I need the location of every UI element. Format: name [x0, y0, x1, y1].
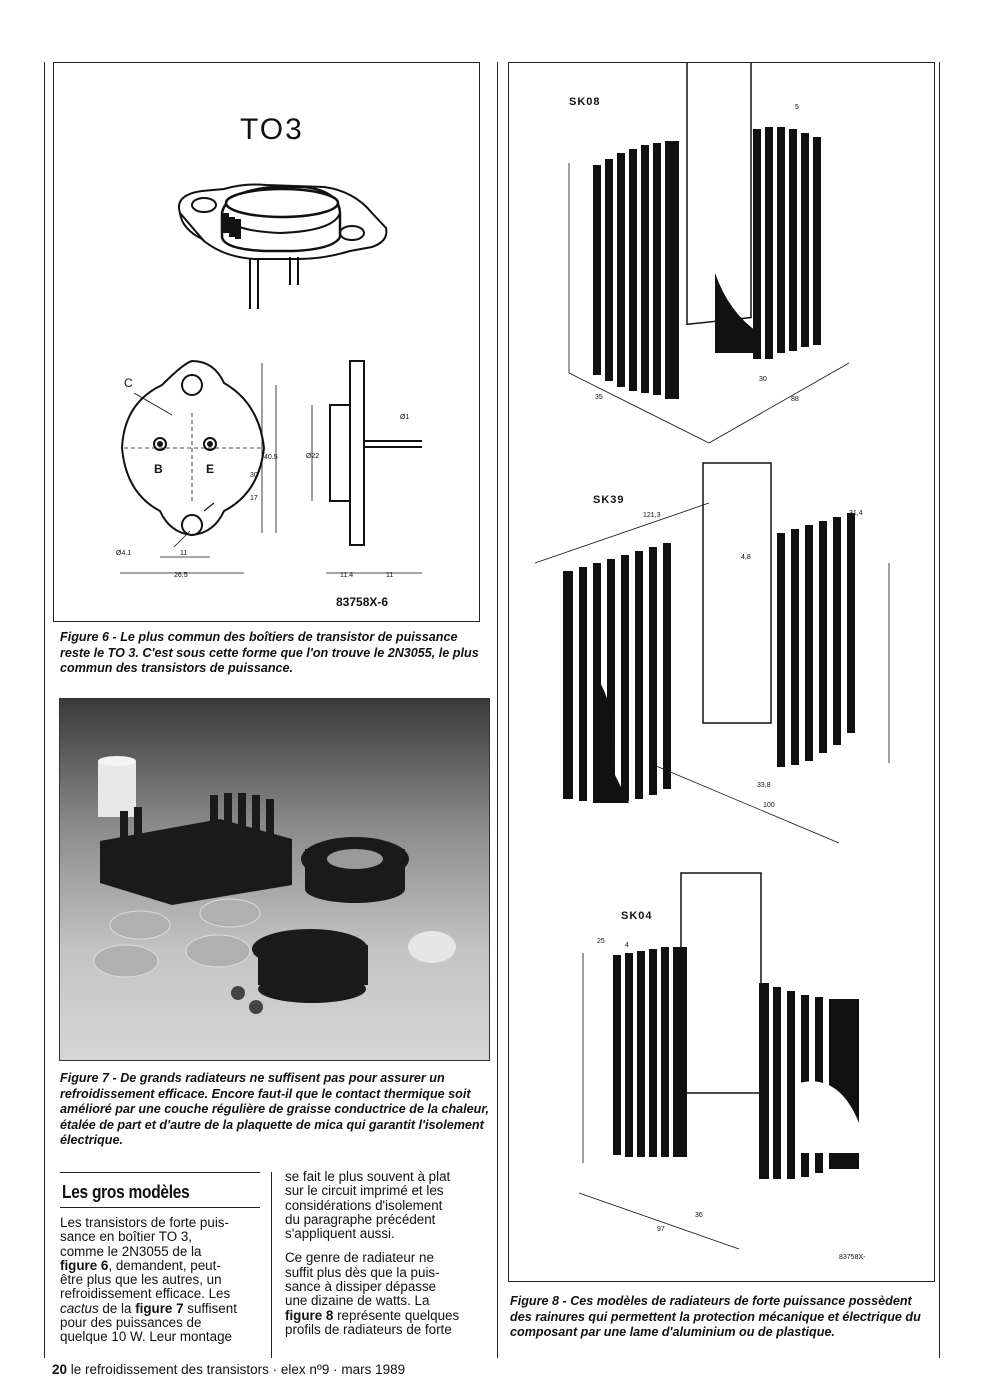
sk04-dim-97: 97	[657, 1226, 665, 1233]
text-line: sance en boîtier TO 3,	[60, 1229, 193, 1245]
large-heatsink	[100, 793, 292, 905]
text-line: sance à dissiper dépasse	[285, 1279, 437, 1295]
text-line: Les transistors de forte puis-	[60, 1215, 229, 1230]
section-heading: Les gros modèles	[62, 1182, 190, 1202]
sk39-dim-121: 121,3	[643, 512, 661, 519]
sk39-dim-31: 31,4	[849, 510, 863, 517]
article-column-1: Les transistors de forte puis-sance en b…	[60, 1215, 270, 1345]
sk08-dim-5: 5	[795, 104, 799, 111]
text-line: cactus de la figure 7 suffisent	[60, 1300, 237, 1316]
figure-6-frame: TO3	[53, 62, 480, 622]
figure-6-caption-lead: Figure 6 -	[60, 630, 121, 644]
to3-transistor-photo	[408, 931, 456, 963]
article-col1-lines: Les transistors de forte puis-sance en b…	[60, 1215, 270, 1345]
sk39-dim-100: 100	[763, 802, 775, 809]
page-number: 20	[52, 1362, 68, 1377]
sk04-dim-4: 4	[625, 942, 629, 949]
dim-1: Ø1	[400, 414, 409, 421]
heatsink-drawings: SK08 5 30 35 88 SK39 121,3 31,4 4,8	[534, 63, 890, 1261]
figure-8-caption-lead: Figure 8 -	[510, 1294, 571, 1308]
figure-7-caption: Figure 7 - De grands radiateurs ne suffi…	[60, 1071, 490, 1149]
text-line: figure 6, demandent, peut-	[60, 1257, 221, 1273]
text-line: sur le circuit imprimé et les	[285, 1183, 444, 1199]
dim-11: 11	[180, 550, 187, 557]
text-line: Ce genre de radiateur ne	[285, 1250, 434, 1266]
sk08-label: SK08	[569, 96, 601, 108]
figure-7-photo	[59, 698, 490, 1061]
page-footer: 20 le refroidissement des transistors · …	[52, 1362, 405, 1377]
dim-17: 17	[250, 495, 258, 502]
text-line: être plus que les autres, un	[60, 1272, 222, 1288]
dim-22: Ø22	[306, 453, 319, 460]
sk39-dim-4: 4,8	[741, 554, 751, 561]
sk39-label: SK39	[593, 494, 625, 506]
heatsink-photo-illustration	[60, 699, 489, 1060]
to3-side-view	[311, 360, 422, 574]
sk04-label: SK04	[621, 910, 653, 922]
dim-30: 30	[250, 472, 258, 479]
article-column-rule	[271, 1172, 272, 1358]
cactus-heatsink-2	[252, 929, 368, 1003]
figure-6-title: TO3	[240, 113, 304, 146]
left-margin-rule	[44, 62, 46, 1358]
sk04-dim-36: 36	[695, 1212, 703, 1219]
text-line: du paragraphe précédent	[285, 1211, 436, 1227]
text-line: quelque 10 W. Leur montage	[60, 1329, 232, 1345]
figure-8-caption-text: Ces modèles de radiateurs de forte puiss…	[510, 1294, 921, 1340]
figure-6-caption-text: Le plus commun des boîtiers de transisto…	[60, 630, 479, 676]
text-line: profils de radiateurs de forte	[285, 1321, 452, 1337]
figure-7-caption-text: De grands radiateurs ne suffisent pas po…	[60, 1071, 490, 1148]
section-heading-underline	[60, 1207, 260, 1209]
heatsink-sk08	[568, 63, 850, 444]
heatsink-sk04	[578, 872, 859, 1250]
dim-11b: 11	[386, 572, 393, 579]
figure-6-caption: Figure 6 - Le plus commun des boîtiers d…	[60, 630, 480, 677]
text-line: pour des puissances de	[60, 1315, 202, 1331]
text-line: comme le 2N3055 de la	[60, 1243, 202, 1259]
text-line: s'appliquent aussi.	[285, 1226, 395, 1242]
text-line: considérations d'isolement	[285, 1197, 443, 1213]
dim-40-5: 40.5	[264, 454, 278, 461]
cactus-heatsink-1	[301, 837, 409, 903]
sk08-dim-30: 30	[759, 376, 767, 383]
text-line: figure 8 représente quelques	[285, 1307, 460, 1323]
heatsink-sk39	[534, 462, 890, 844]
text-line: refroidissement efficace. Les	[60, 1286, 231, 1302]
section-top-rule	[60, 1172, 260, 1174]
to3-front-view	[120, 359, 277, 574]
dim-11-4: 11.4	[340, 572, 353, 579]
dim-4-1: Ø4.1	[116, 550, 131, 557]
figure-8-ref: 83758X-	[839, 1254, 866, 1261]
sk04-dim-25: 25	[597, 938, 605, 945]
text-line: une dizaine de watts. La	[285, 1293, 430, 1309]
to3-transistor-drawing: C B E 40.5 30 17 Ø4.1 11 26.5 Ø22 Ø1 11.…	[116, 183, 422, 609]
footer-text: le refroidissement des transistors · ele…	[70, 1362, 406, 1377]
mica-washers	[93, 898, 261, 978]
pin-e-label: E	[206, 462, 214, 476]
column-divider-rule	[497, 62, 499, 1358]
sk08-dim-88: 88	[791, 396, 799, 403]
sk39-dim-33: 33,8	[757, 782, 771, 789]
dim-26-5: 26.5	[174, 572, 188, 579]
right-margin-rule	[939, 62, 941, 1358]
figure-8-frame: SK08 5 30 35 88 SK39 121,3 31,4 4,8	[508, 62, 935, 1282]
text-line: suffit plus dès que la puis-	[285, 1264, 440, 1280]
pin-c-label: C	[124, 376, 133, 390]
to3-perspective-view	[178, 183, 388, 309]
text-line: se fait le plus souvent à plat	[285, 1169, 451, 1184]
figure-7-caption-lead: Figure 7 -	[60, 1071, 121, 1085]
figure-8-caption: Figure 8 - Ces modèles de radiateurs de …	[510, 1294, 930, 1341]
pin-b-label: B	[154, 462, 163, 476]
figure-6-ref: 83758X-6	[336, 595, 388, 609]
sk08-dim-35: 35	[595, 394, 603, 401]
